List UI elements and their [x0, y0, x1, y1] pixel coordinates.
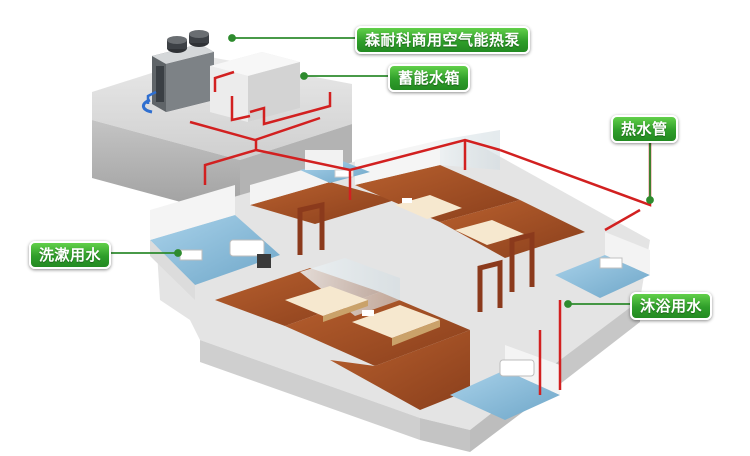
back-rooms: [250, 130, 585, 258]
label-shower-water: 沐浴用水: [630, 292, 713, 320]
label-hot-water-pipe: 热水管: [611, 115, 678, 143]
label-washing-water: 洗漱用水: [29, 241, 112, 269]
heat-pump-unit: [142, 30, 214, 114]
cold-water-pipes: [146, 90, 157, 104]
hot-water-pipes: [189, 70, 652, 395]
leader-lines: [108, 34, 654, 308]
label-heat-pump: 森耐科商用空气能热泵: [355, 26, 531, 54]
bathroom-left: [150, 185, 280, 300]
door-frames: [297, 201, 535, 312]
beds: [285, 195, 524, 346]
bathroom-right: [555, 232, 650, 298]
bathroom-bottom: [450, 345, 560, 420]
bathroom-top: [300, 150, 370, 183]
label-storage-tank: 蓄能水箱: [388, 64, 471, 92]
